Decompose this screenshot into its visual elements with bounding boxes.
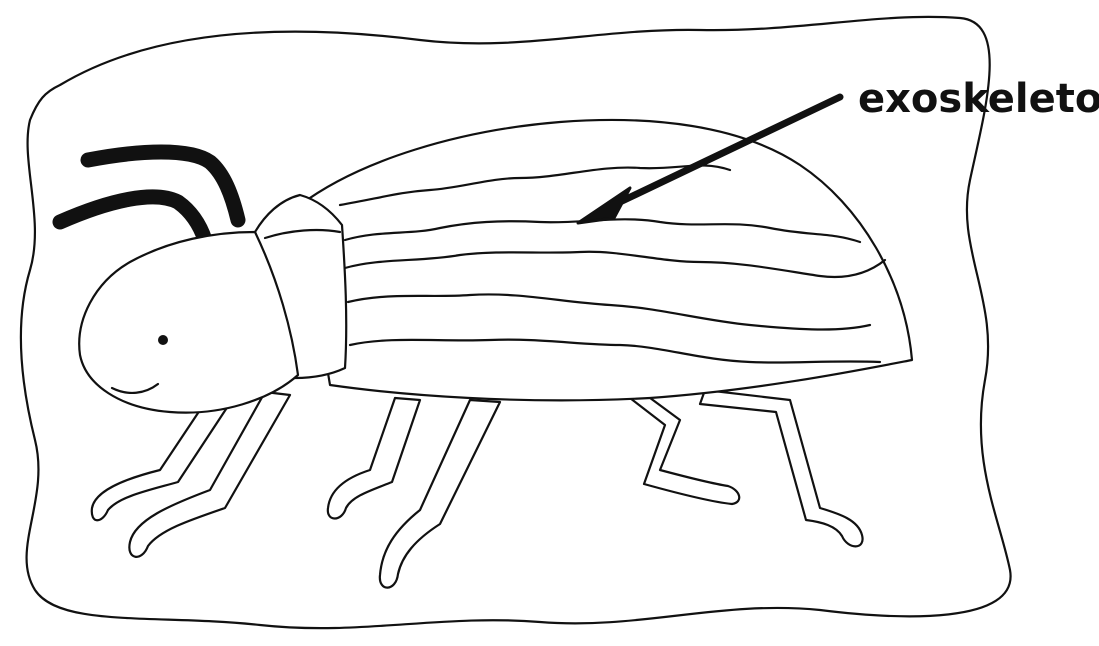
leg [630,392,739,504]
legs [92,390,863,588]
antenna [60,197,205,240]
head [79,232,298,413]
leg [328,398,420,519]
exoskeleton-label: exoskeleton [858,76,1099,122]
leg [700,390,863,546]
eye [158,335,168,345]
